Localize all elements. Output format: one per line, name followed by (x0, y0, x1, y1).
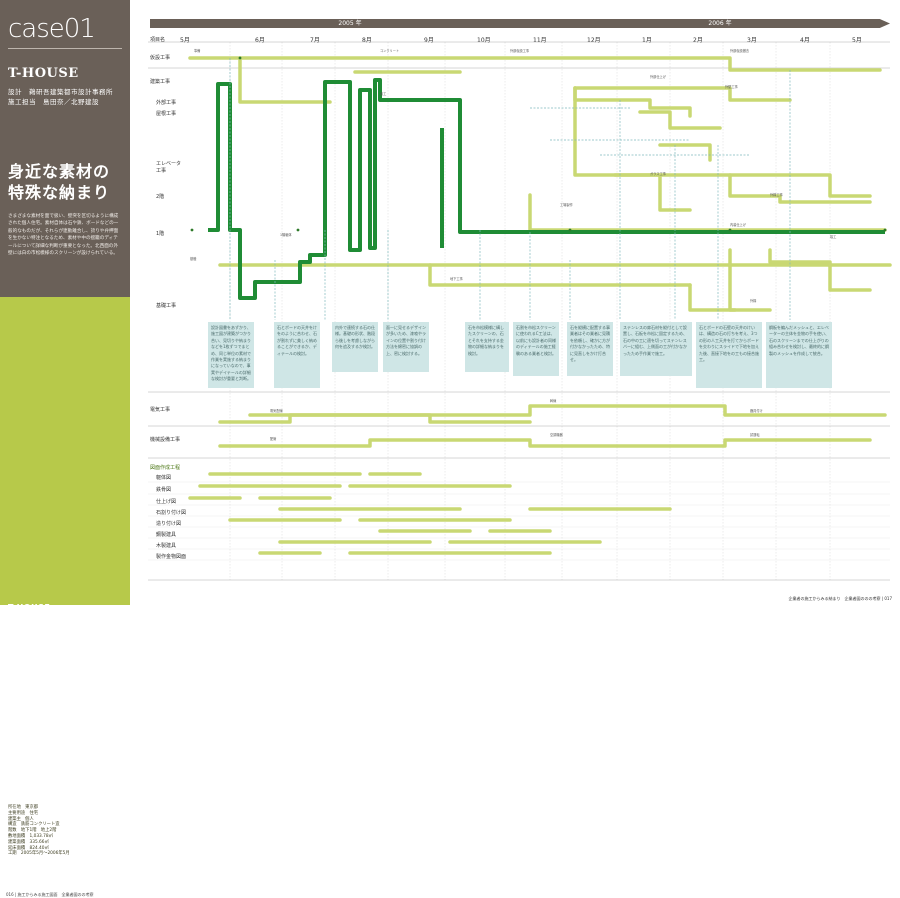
month-label: 5月 (180, 37, 190, 44)
month-label: 6月 (255, 37, 265, 44)
schedule-chart: 2005 年 2006 年 項目名 5月 6月 7月 8月 9月 10月 11月… (130, 0, 900, 605)
doc-row: 造り付け図 (156, 521, 182, 527)
month-label: 7月 (310, 37, 320, 44)
english-title: T-HOUSE (8, 603, 51, 612)
month-label: 4月 (800, 37, 810, 44)
doc-row: 躯体図 (156, 475, 172, 481)
note-box: 設計図書をあずかり、施工図が建築がつかり合い、見切りや納まりなどを1枚ずつでまと… (208, 322, 254, 388)
month-gridlines (229, 42, 831, 580)
svg-text:準備: 準備 (194, 48, 200, 53)
schedule-paths-lime (188, 56, 892, 555)
design-label: DESIGN : (8, 621, 34, 627)
svg-text:幹線: 幹線 (550, 398, 557, 403)
svg-text:工場製作: 工場製作 (560, 202, 574, 207)
design-name: Kengo Kuma and Associates (8, 629, 87, 635)
svg-text:器具付け: 器具付け (750, 408, 763, 413)
row-1f: 1階 (156, 231, 165, 237)
operation-name-2: KITANO CONSTRUCTION (8, 657, 76, 663)
doc-row: 石割り付け図 (156, 510, 187, 516)
row-temporary-works: 仮設工事 (150, 55, 171, 61)
month-label: 11月 (533, 37, 547, 44)
note-box: 石を市松模様に構したスクリーンの、石とそれを支持する金物の詳細な納まりを検討。 (465, 322, 509, 372)
svg-text:外壁工事: 外壁工事 (725, 84, 739, 89)
row-exterior: 外部工事 (156, 100, 177, 106)
svg-text:着工: 着工 (380, 91, 387, 96)
english-panel: T-HOUSE DESIGN : Kengo Kuma and Associat… (0, 297, 130, 897)
svg-text:空調機器: 空調機器 (550, 432, 564, 437)
note-box: 面一に見せるデザインが多いため、漆喰やラインの位置や割り付け方法を綿密に協調の上… (383, 322, 429, 372)
row-electrical: 電気工事 (150, 407, 171, 413)
year-bar-2006: 2006 年 (550, 19, 890, 28)
row-building-works: 建築工事 (150, 79, 171, 85)
english-body: Planes of differing materials are employ… (8, 677, 118, 738)
doc-row: 製作金物図面 (156, 554, 187, 560)
project-spec: 所在地 東京都 主要用途 住宅 建築主 個人 構造 鉄筋コンクリート造 階数 地… (8, 805, 70, 857)
note-box: 石とボードの天井をけをのように合わせ、石が割れずに美しく納めることができるか、デ… (274, 322, 320, 388)
credit-construction: 施工担当 島田奈／北野建設 (8, 98, 99, 106)
intro-panel: case01 T-HOUSE 設計 鵜研吾建築都市設計事務所 施工担当 島田奈／… (0, 0, 130, 297)
month-label: 12月 (587, 37, 601, 44)
doc-row: 仕上げ図 (156, 499, 177, 505)
month-label: 9月 (424, 37, 434, 44)
month-label: 8月 (362, 37, 372, 44)
svg-text:基礎: 基礎 (190, 256, 197, 261)
svg-text:ガラス工事: ガラス工事 (650, 171, 667, 176)
svg-text:1階躯体: 1階躯体 (280, 232, 292, 237)
note-box: 石割を市松スクリーンに使われるC工法は、以前にも設計者の同様のディテールの施工経… (513, 322, 559, 376)
svg-text:外部仮設撤去: 外部仮設撤去 (730, 48, 750, 53)
row-foundation: 基礎工事 (156, 303, 177, 309)
headline-line1: 身近な素材の (8, 162, 111, 181)
note-box: 石を縦横に配置する事業者はその業者に見積を依頼し、確かに方が付かなかったため、特… (567, 322, 613, 376)
svg-text:外構: 外構 (750, 298, 757, 303)
doc-row: 鉄骨図 (156, 487, 172, 493)
divider (8, 615, 122, 616)
folio-right: 企業者の施工からみる納まり 企業者図ののの考察 | 017 (788, 596, 892, 601)
doc-row: 鋼製建具 (156, 532, 177, 538)
note-box: ステンレスの扉石材を縦付として設置し、石板を市松に固定するため、石の中の工に適を… (620, 322, 692, 376)
note-box: 鋼板を編んだメッシュと、エレベーターの主体を金物の手を使い、石のスクリーンまでの… (766, 322, 832, 388)
month-label: 3月 (747, 37, 757, 44)
doc-row-separators (148, 481, 890, 561)
month-label: 5月 (852, 37, 862, 44)
note-box: 石とボードの石壁の天井のけいは、構造の石の打ちを考え、3つの形の人工天井を打てか… (696, 322, 762, 388)
month-label: 2月 (693, 37, 703, 44)
svg-text:電気配線: 電気配線 (270, 408, 284, 413)
row-mechanical: 機械設備工事 (150, 437, 181, 443)
svg-text:地下工事: 地下工事 (450, 276, 464, 281)
row-roof: 屋根工事 (156, 111, 177, 117)
operation-label: OPERATION CHARGE : (8, 641, 70, 647)
month-label: 10月 (477, 37, 491, 44)
svg-text:試運転: 試運転 (750, 432, 760, 437)
row-separators (148, 41, 890, 581)
credit-design: 設計 鵜研吾建築都市設計事務所 (8, 88, 113, 96)
critical-path (208, 78, 885, 300)
dependency-lines (229, 58, 791, 320)
svg-text:内装仕上げ: 内装仕上げ (730, 222, 747, 227)
svg-text:外構工事: 外構工事 (770, 192, 784, 197)
divider (8, 48, 122, 49)
svg-text:竣工: 竣工 (830, 234, 837, 239)
month-label: 1月 (642, 37, 652, 44)
doc-row: 木製建具 (156, 543, 177, 549)
row-drawings-head: 図面作成工程 (150, 465, 181, 471)
svg-text:外部仮設工事: 外部仮設工事 (510, 48, 530, 53)
operation-name-1: Taku Shimada / (8, 649, 51, 655)
row-2f: 2階 (156, 194, 165, 200)
svg-text:外部仕上げ: 外部仕上げ (650, 74, 667, 79)
year-bar-2005: 2005 年 (150, 19, 550, 28)
note-box: 内外で連続する石の仕様。基礎の形状、階段ら後しを考慮しながら何を追及するか検討。 (332, 322, 378, 372)
headline-line2: 特殊な納まり (8, 183, 111, 202)
svg-text:配管: 配管 (270, 436, 276, 441)
row-elevator: エレベータ工事 (156, 161, 182, 174)
case-number: case01 (8, 14, 96, 44)
project-title: T-HOUSE (8, 66, 79, 81)
svg-text:コンクリート: コンクリート (380, 48, 399, 53)
intro-text: さまざまな素材を面で扱い、壁突を区切るように構成された個人住宅。素材自体は石や鉄… (8, 214, 119, 257)
milestone-markers (190, 56, 887, 232)
folio-left: 016 | 施工からみる施工図面 全業者図のの考察 (6, 892, 94, 897)
column-header: 項目名 (150, 37, 166, 43)
